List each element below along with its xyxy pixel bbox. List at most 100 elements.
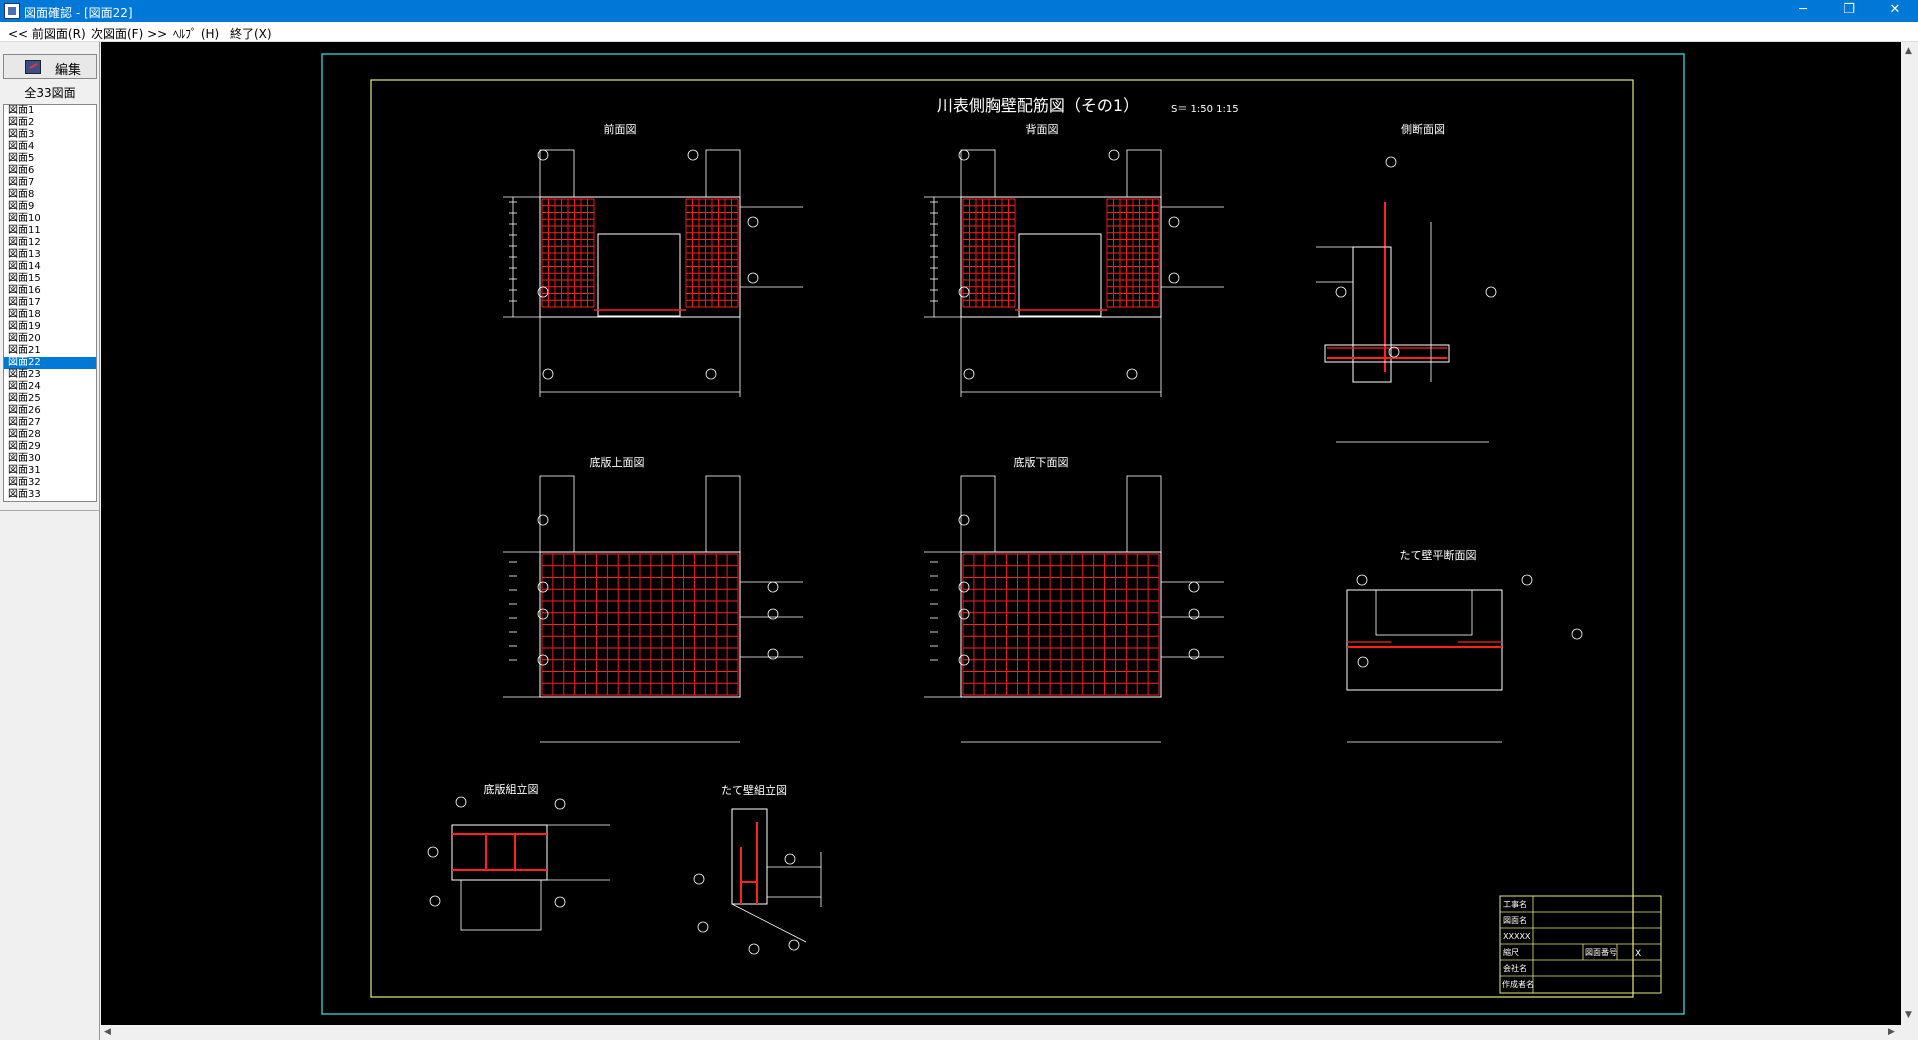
list-item-drawing-1[interactable]: 図面1 — [8, 105, 35, 116]
front-view-mark — [705, 368, 717, 380]
menu-prev-drawing[interactable]: << 前図面(R) — [8, 27, 86, 41]
wall-plan-mark — [1356, 574, 1368, 586]
list-item-drawing-16[interactable]: 図面16 — [8, 285, 41, 296]
base-bottom-view-mark — [958, 581, 970, 593]
list-item-drawing-15[interactable]: 図面15 — [8, 273, 41, 284]
drawing-views — [427, 149, 1583, 955]
base-bottom-view-mark — [958, 654, 970, 666]
list-item-drawing-17[interactable]: 図面17 — [8, 297, 41, 308]
list-item-drawing-27[interactable]: 図面27 — [8, 417, 41, 428]
list-item-drawing-8[interactable]: 図面8 — [8, 189, 35, 200]
base-assembly-mark — [455, 796, 467, 808]
scroll-left-icon[interactable]: ◀ — [104, 1027, 111, 1037]
horizontal-scrollbar[interactable]: ◀ ▶ — [101, 1025, 1901, 1040]
back-view-mark — [958, 149, 970, 161]
list-item-drawing-22[interactable]: 図面22 — [4, 357, 96, 369]
titleblock-mark: X — [1635, 949, 1641, 959]
back-view-left-pier — [960, 149, 996, 198]
outer-frame — [321, 53, 1685, 1015]
list-item-drawing-20[interactable]: 図面20 — [8, 333, 41, 344]
list-item-drawing-12[interactable]: 図面12 — [8, 237, 41, 248]
menu-next-drawing[interactable]: 次図面(F) >> — [91, 27, 168, 41]
titleblock-row-5: 会社名 — [1503, 963, 1527, 973]
base-assembly-mark — [427, 846, 439, 858]
list-item-drawing-26[interactable]: 図面26 — [8, 405, 41, 416]
window-title: 図面確認 - [図面22] — [24, 6, 133, 20]
list-item-drawing-33[interactable]: 図面33 — [8, 489, 41, 500]
list-item-drawing-14[interactable]: 図面14 — [8, 261, 41, 272]
front-view-mark — [747, 216, 759, 228]
side-view-mark — [1335, 286, 1347, 298]
wall-assembly-mark — [697, 921, 709, 933]
base-top-view-mark — [537, 654, 549, 666]
list-item-drawing-28[interactable]: 図面28 — [8, 429, 41, 440]
wall-assembly-outline — [731, 808, 768, 905]
list-item-drawing-13[interactable]: 図面13 — [8, 249, 41, 260]
wall-plan-wall — [1375, 589, 1473, 636]
wall-assembly-mark — [784, 853, 796, 865]
list-item-drawing-19[interactable]: 図面19 — [8, 321, 41, 332]
title-bar: 図面確認 - [図面22] ─ ❐ ✕ — [0, 0, 1918, 22]
titleblock-drawing-no: 図面番号 — [1585, 947, 1617, 957]
scroll-down-icon[interactable]: ▼ — [1905, 1010, 1912, 1020]
list-item-drawing-6[interactable]: 図面6 — [8, 165, 35, 176]
back-view-mark — [963, 368, 975, 380]
drawing-scale: S＝ 1:50 1:15 — [1171, 104, 1239, 115]
scroll-up-icon[interactable]: ▲ — [1905, 46, 1912, 56]
list-item-drawing-21[interactable]: 図面21 — [8, 345, 41, 356]
view-label-base-bottom: 底版下面図 — [1014, 455, 1069, 469]
back-view-mark — [1126, 368, 1138, 380]
list-item-drawing-4[interactable]: 図面4 — [8, 141, 35, 152]
view-label-front: 前面図 — [604, 122, 637, 136]
base-assembly-mark — [429, 895, 441, 907]
base-top-view-mark — [767, 581, 779, 593]
list-item-drawing-7[interactable]: 図面7 — [8, 177, 35, 188]
vertical-scrollbar[interactable]: ▲ ▼ — [1901, 42, 1918, 1025]
minimize-button[interactable]: ─ — [1799, 2, 1807, 17]
list-item-drawing-10[interactable]: 図面10 — [8, 213, 41, 224]
list-item-drawing-25[interactable]: 図面25 — [8, 393, 41, 404]
front-view-mark — [747, 272, 759, 284]
list-item-drawing-11[interactable]: 図面11 — [8, 225, 41, 236]
list-item-drawing-32[interactable]: 図面32 — [8, 477, 41, 488]
list-item-drawing-23[interactable]: 図面23 — [8, 369, 41, 380]
list-item-drawing-30[interactable]: 図面30 — [8, 453, 41, 464]
front-view-mark — [542, 368, 554, 380]
close-button[interactable]: ✕ — [1889, 2, 1901, 17]
view-label-wall-assembly: たて壁組立図 — [721, 783, 787, 797]
list-item-drawing-18[interactable]: 図面18 — [8, 309, 41, 320]
side-view-mark — [1385, 156, 1397, 168]
drawing-viewport[interactable]: 川表側胸壁配筋図（その1） S＝ 1:50 1:15 前面図 背面図 側断面図 … — [101, 42, 1901, 1025]
title-block: 工事名 図面名 XXXXX 縮尺 会社名 作成者名 図面番号 X — [1499, 895, 1662, 994]
menu-exit[interactable]: 終了(X) — [230, 27, 272, 41]
wall-plan-mark — [1521, 574, 1533, 586]
list-item-drawing-24[interactable]: 図面24 — [8, 381, 41, 392]
titleblock-row-2: 図面名 — [1503, 915, 1527, 925]
front-view-opening — [597, 233, 681, 317]
list-item-drawing-2[interactable]: 図面2 — [8, 117, 35, 128]
base-bottom-view-outline — [960, 551, 1162, 698]
wall-plan-mark — [1357, 656, 1369, 668]
list-item-drawing-9[interactable]: 図面9 — [8, 201, 35, 212]
wall-plan-outline — [1346, 589, 1503, 691]
base-top-view-mark — [767, 648, 779, 660]
list-item-drawing-3[interactable]: 図面3 — [8, 129, 35, 140]
front-view-mark — [687, 149, 699, 161]
back-view-opening — [1018, 233, 1102, 317]
edit-button[interactable]: 編集 — [3, 54, 97, 79]
back-view-right-pier — [1126, 149, 1162, 198]
menu-help[interactable]: ﾍﾙﾌﾟ (H) — [173, 27, 220, 41]
back-view-mark — [1108, 149, 1120, 161]
base-top-view-mark — [537, 514, 549, 526]
inner-frame — [370, 79, 1634, 998]
scroll-right-icon[interactable]: ▶ — [1888, 1027, 1895, 1037]
restore-button[interactable]: ❐ — [1843, 2, 1855, 17]
base-assembly-lower — [460, 879, 542, 931]
edit-icon — [25, 60, 41, 74]
list-item-drawing-29[interactable]: 図面29 — [8, 441, 41, 452]
list-item-drawing-31[interactable]: 図面31 — [8, 465, 41, 476]
back-view-body — [960, 196, 1162, 318]
list-item-drawing-5[interactable]: 図面5 — [8, 153, 35, 164]
